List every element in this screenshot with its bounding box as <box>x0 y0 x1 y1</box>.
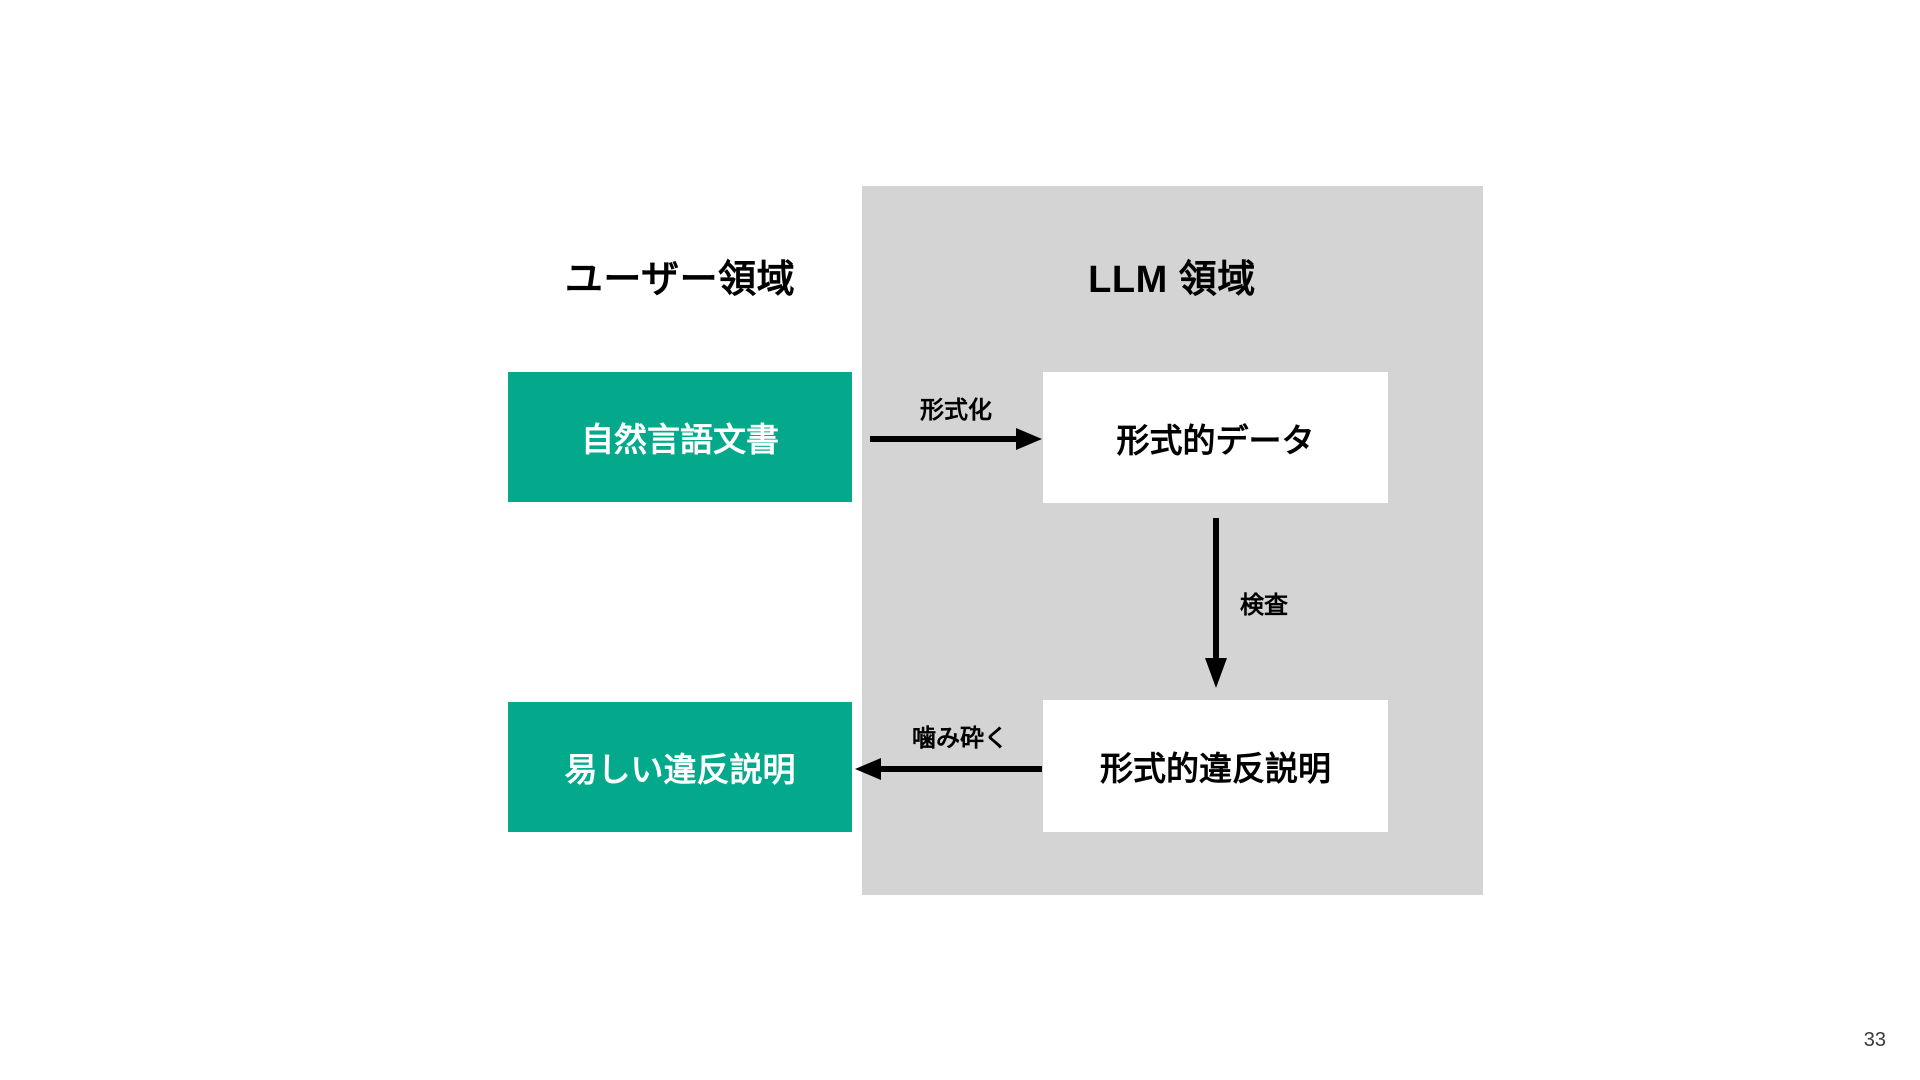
arrow-head-icon <box>1016 428 1042 450</box>
edge-label-simplify: 噛み砕く <box>912 725 1008 752</box>
arrow-simplify-left <box>855 758 1042 780</box>
node-formal-violation-explanation: 形式的違反説明 <box>1043 700 1388 832</box>
arrow-shaft <box>1213 518 1219 660</box>
arrow-inspect-down <box>1205 518 1227 688</box>
user-domain-title: ユーザー領域 <box>564 259 796 301</box>
arrow-formalize-right <box>870 428 1042 450</box>
arrow-head-icon <box>855 758 881 780</box>
node-easy-violation-explanation: 易しい違反説明 <box>508 702 852 832</box>
arrow-shaft <box>870 436 1018 442</box>
arrow-shaft <box>881 766 1042 772</box>
llm-domain-title: LLM 領域 <box>1088 259 1256 301</box>
page-number: 33 <box>1863 1029 1886 1051</box>
node-formal-data: 形式的データ <box>1043 372 1388 503</box>
edge-label-formalize: 形式化 <box>920 397 992 424</box>
node-natural-language-document: 自然言語文書 <box>508 372 852 502</box>
edge-label-inspect: 検査 <box>1240 592 1288 619</box>
arrow-head-icon <box>1205 658 1227 688</box>
